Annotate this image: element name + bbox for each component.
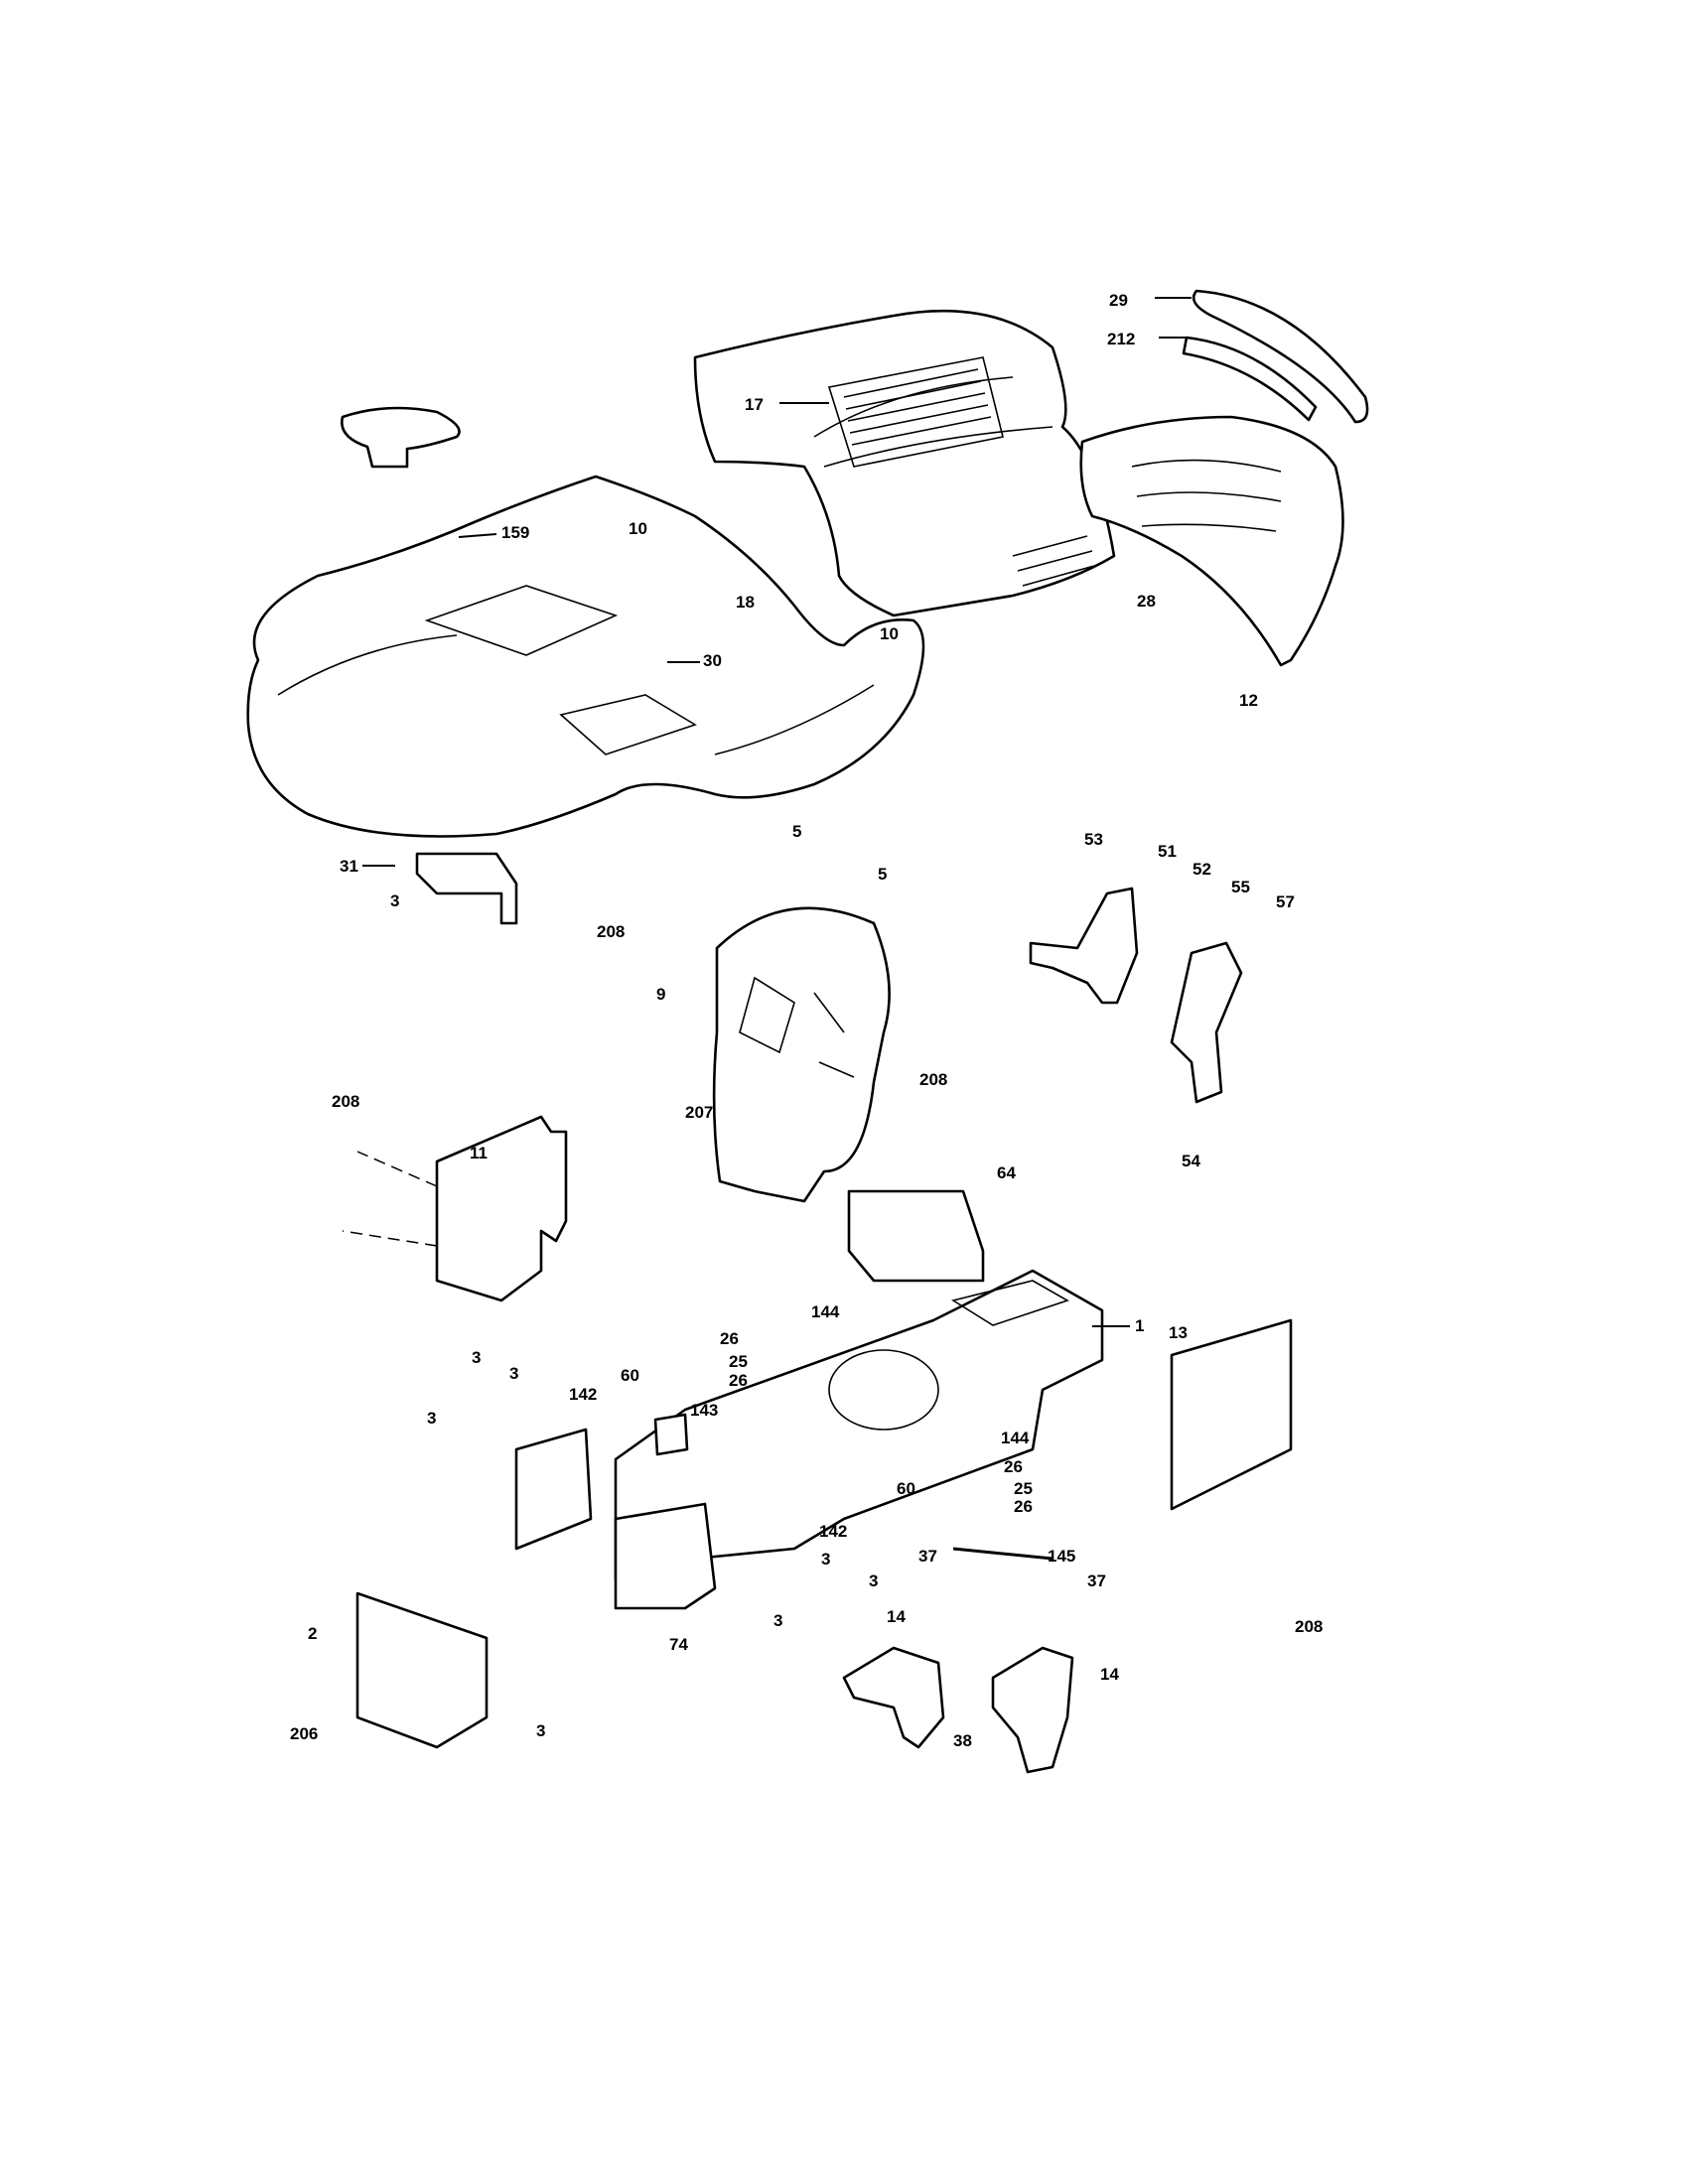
part-38-right-bracket (991, 1646, 1074, 1774)
part-142-right-plate (614, 1502, 717, 1610)
callout-142: 142 (819, 1522, 848, 1541)
callout-60: 60 (621, 1366, 639, 1385)
callout-74: 74 (669, 1635, 688, 1654)
callout-30: 30 (703, 651, 722, 670)
callout-3: 3 (427, 1409, 437, 1428)
callout-55: 55 (1231, 878, 1250, 896)
callout-3: 3 (509, 1364, 519, 1383)
callout-2: 2 (308, 1624, 318, 1643)
callout-31: 31 (340, 857, 358, 876)
part-2-front-bracket (355, 1591, 489, 1749)
callout-9: 9 (656, 985, 666, 1004)
callout-14: 14 (1100, 1665, 1119, 1684)
callout-52: 52 (1193, 860, 1211, 879)
part-13-side-panel (1170, 1318, 1293, 1511)
part-38-left-bracket (842, 1646, 945, 1749)
callout-37: 37 (1087, 1571, 1106, 1590)
part-142-left-plate (514, 1428, 593, 1551)
callout-144: 144 (1001, 1429, 1030, 1447)
callout-159: 159 (501, 523, 530, 542)
part-55-bracket (1170, 941, 1243, 1104)
callout-53: 53 (1084, 830, 1103, 849)
callout-54: 54 (1182, 1152, 1200, 1170)
part-159-cupholder (341, 406, 461, 469)
part-31-bracket (415, 852, 518, 925)
callout-13: 13 (1169, 1323, 1188, 1342)
part-64-bracket (847, 1189, 985, 1283)
callout-14: 14 (887, 1607, 906, 1626)
callout-17: 17 (745, 395, 764, 414)
callout-38: 38 (953, 1731, 972, 1750)
part-212-grille-insert (1182, 336, 1318, 422)
callout-64: 64 (997, 1163, 1016, 1182)
callout-3: 3 (773, 1611, 783, 1630)
callout-3: 3 (472, 1348, 482, 1367)
callout-51: 51 (1158, 842, 1177, 861)
callout-3: 3 (390, 891, 400, 910)
callout-60: 60 (897, 1479, 915, 1498)
part-17-hood (693, 309, 1116, 617)
callout-5: 5 (792, 822, 802, 841)
callout-212: 212 (1107, 330, 1136, 348)
callout-37: 37 (918, 1547, 937, 1566)
callout-11: 11 (470, 1144, 488, 1162)
callout-5: 5 (878, 865, 888, 884)
part-145-rod (952, 1547, 1053, 1561)
callout-18: 18 (736, 593, 755, 612)
callout-208: 208 (332, 1092, 360, 1111)
callout-25: 25 (1014, 1479, 1033, 1498)
part-9-dash-panel (712, 906, 891, 1203)
callout-206: 206 (290, 1724, 319, 1743)
callout-142: 142 (569, 1385, 598, 1404)
callout-26: 26 (720, 1329, 739, 1348)
callout-57: 57 (1276, 892, 1295, 911)
callout-145: 145 (1048, 1547, 1076, 1566)
callout-26: 26 (1004, 1457, 1023, 1476)
callout-3: 3 (536, 1721, 546, 1740)
part-30-fender (246, 475, 925, 838)
part-11-side-panel (342, 1115, 568, 1302)
callout-12: 12 (1239, 691, 1258, 710)
callout-29: 29 (1109, 291, 1128, 310)
callout-10: 10 (880, 624, 899, 643)
callout-207: 207 (685, 1103, 714, 1122)
callout-28: 28 (1137, 592, 1156, 611)
callout-144: 144 (811, 1302, 840, 1321)
callout-208: 208 (1295, 1617, 1324, 1636)
callout-3: 3 (869, 1571, 879, 1590)
callout-208: 208 (919, 1070, 948, 1089)
callout-3: 3 (821, 1550, 831, 1569)
part-29-grille-trim (1192, 289, 1369, 424)
callout-26: 26 (729, 1371, 748, 1390)
part-143-bracket (653, 1413, 689, 1456)
callout-208: 208 (597, 922, 626, 941)
leader-159 (458, 533, 497, 538)
part-28-grille (1079, 415, 1344, 667)
callout-1: 1 (1135, 1316, 1145, 1335)
callout-10: 10 (629, 519, 647, 538)
part-53-bracket (1029, 887, 1139, 1005)
callout-26: 26 (1014, 1497, 1033, 1516)
callout-143: 143 (690, 1401, 719, 1420)
callout-25: 25 (729, 1352, 748, 1371)
